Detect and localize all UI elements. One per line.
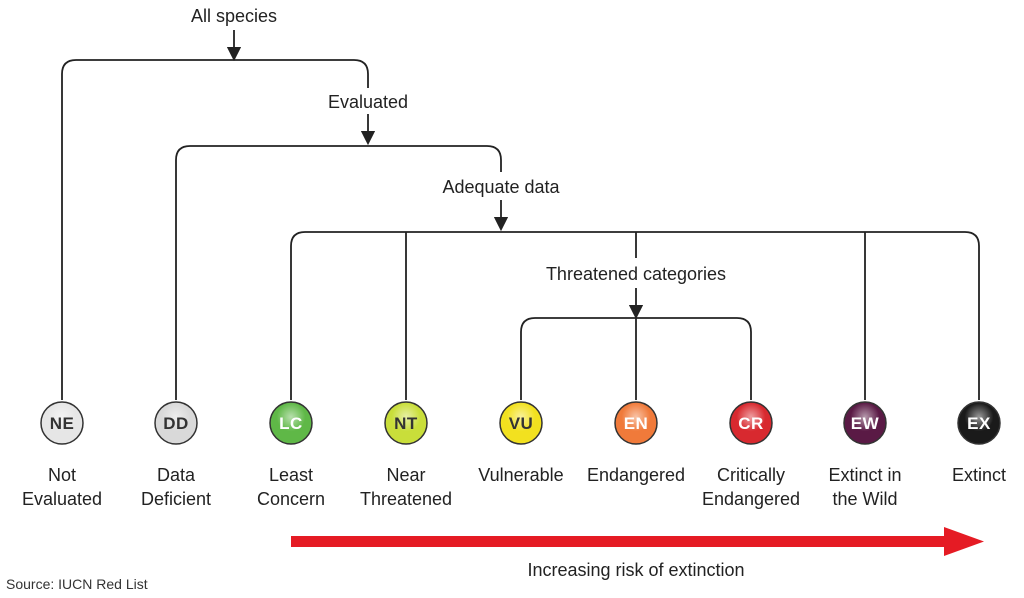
badge-dd-code: DD <box>163 414 189 433</box>
badge-ex-code: EX <box>967 414 991 433</box>
category-cr-label-line2: Endangered <box>702 489 800 509</box>
category-dd-label-line2: Deficient <box>141 489 211 509</box>
badge-shine <box>271 403 311 443</box>
category-vu: VU Vulnerable <box>478 401 564 485</box>
category-cr-label-line1: Critically <box>717 465 785 485</box>
all-species-label: All species <box>191 6 277 26</box>
category-ew-label-line1: Extinct in <box>828 465 901 485</box>
risk-arrow <box>291 527 984 556</box>
badge-nt-code: NT <box>394 414 418 433</box>
category-nt-label-line1: Near <box>386 465 425 485</box>
category-lc-label-line2: Concern <box>257 489 325 509</box>
category-ex-label-line1: Extinct <box>952 465 1006 485</box>
badge-shine <box>731 403 771 443</box>
category-en: EN Endangered <box>587 401 685 485</box>
badge-cr-code: CR <box>738 414 764 433</box>
category-ew: EW Extinct in the Wild <box>828 401 902 509</box>
category-ex: EX Extinct <box>952 401 1006 485</box>
category-dd-label-line1: Data <box>157 465 196 485</box>
source-note: Source: IUCN Red List <box>6 576 148 592</box>
badge-lc-code: LC <box>279 414 303 433</box>
tree-connectors <box>61 30 980 400</box>
category-ne-label-line2: Evaluated <box>22 489 102 509</box>
badge-vu-code: VU <box>509 414 534 433</box>
badge-shine <box>616 403 656 443</box>
badge-shine <box>42 403 82 443</box>
category-ew-label-line2: the Wild <box>832 489 897 509</box>
category-lc-label-line1: Least <box>269 465 313 485</box>
badge-shine <box>845 403 885 443</box>
threatened-categories-label: Threatened categories <box>546 264 726 284</box>
category-ne-label-line1: Not <box>48 465 76 485</box>
badge-ew-code: EW <box>851 414 880 433</box>
badge-ne-code: NE <box>50 414 75 433</box>
badge-shine <box>501 403 541 443</box>
badge-shine <box>156 403 196 443</box>
badge-shine <box>959 403 999 443</box>
badge-en-code: EN <box>624 414 649 433</box>
category-vu-label-line1: Vulnerable <box>478 465 563 485</box>
category-en-label-line1: Endangered <box>587 465 685 485</box>
adequate-data-label: Adequate data <box>442 177 560 197</box>
risk-arrow-label: Increasing risk of extinction <box>527 560 744 580</box>
category-nt-label-line2: Threatened <box>360 489 452 509</box>
badge-shine <box>386 403 426 443</box>
evaluated-label: Evaluated <box>328 92 408 112</box>
